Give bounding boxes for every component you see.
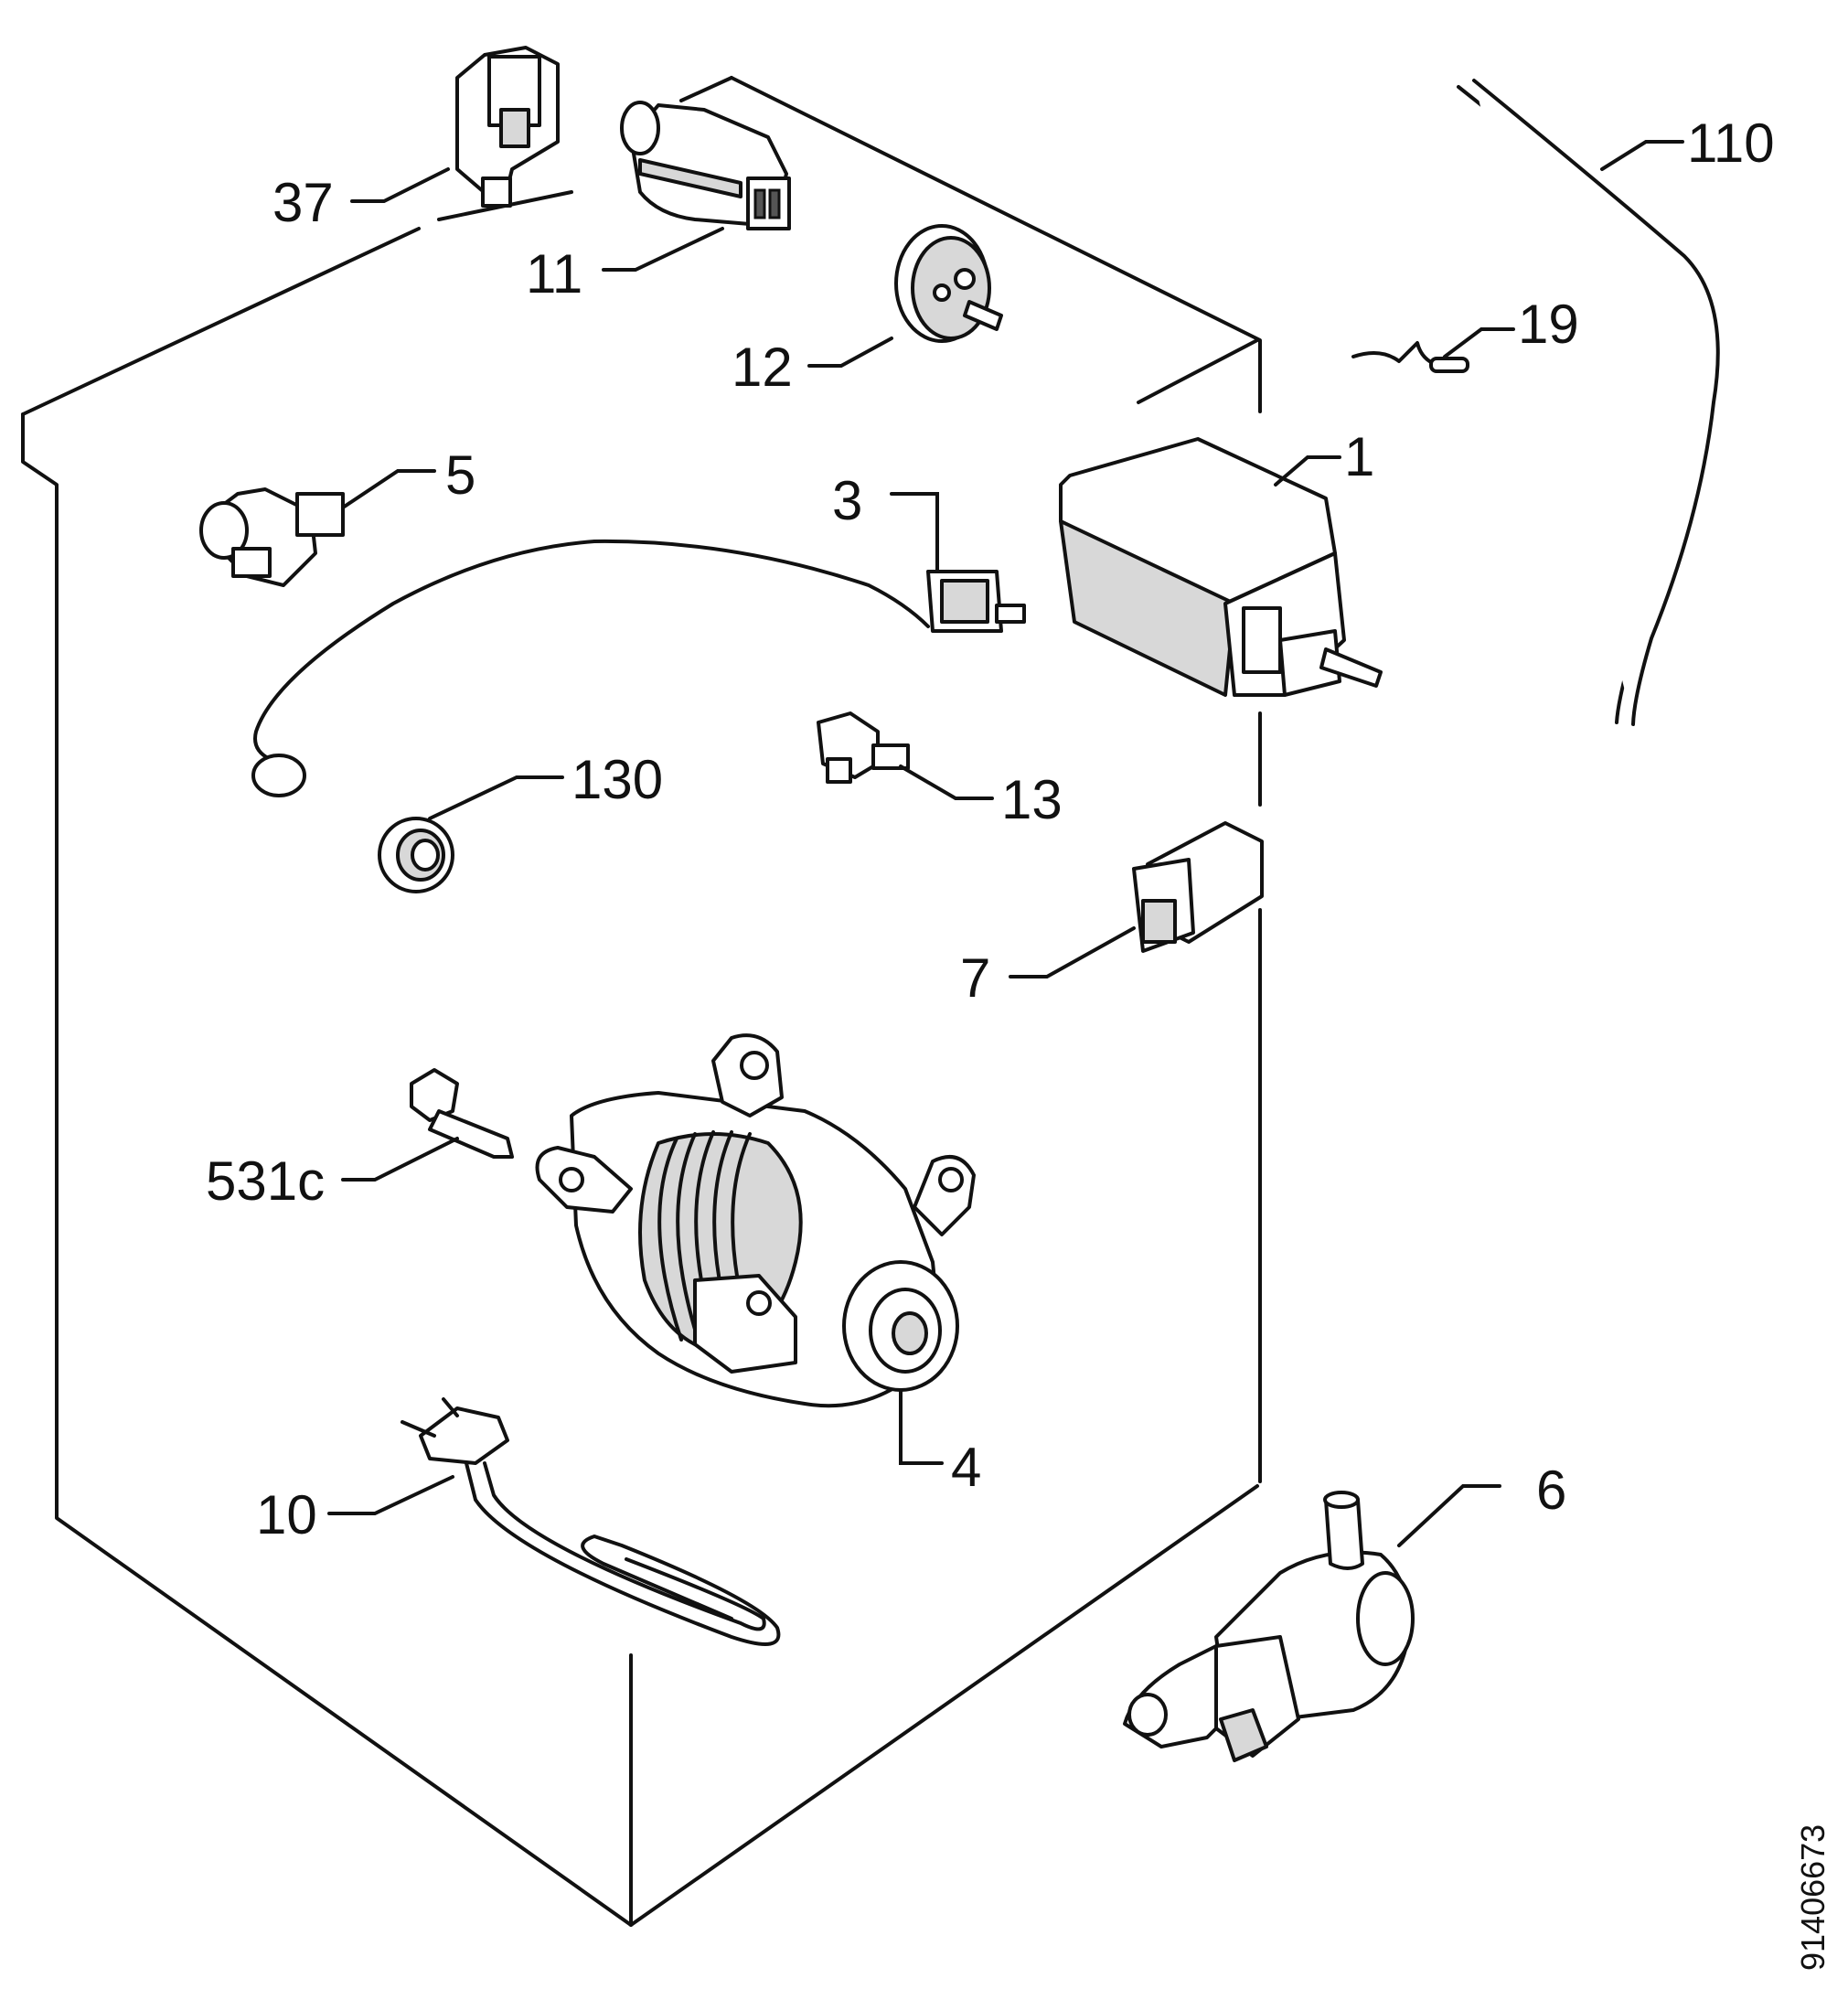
leader-130: [428, 775, 564, 820]
leader-10: [327, 1475, 454, 1515]
part-7-door-interlock: [1132, 821, 1264, 953]
document-number: 91406673: [1794, 1824, 1832, 1971]
part-4-motor: [535, 1033, 976, 1408]
callout-12: 12: [732, 337, 793, 398]
part-19-clip: [1351, 341, 1469, 373]
part-1-electronic-module: [1059, 437, 1383, 697]
callout-10: 10: [256, 1484, 317, 1545]
part-6-drain-pump: [1123, 1491, 1415, 1762]
leader-37: [350, 167, 450, 203]
part-13-connector: [817, 711, 910, 784]
callout-5: 5: [445, 444, 475, 506]
leader-11: [602, 227, 724, 272]
callout-110: 110: [1687, 112, 1775, 174]
leader-4: [899, 1388, 944, 1465]
part-3-thermostat: [251, 539, 1026, 797]
leader-13: [899, 765, 994, 800]
callout-1: 1: [1344, 426, 1374, 487]
leader-19: [1443, 327, 1515, 358]
callout-19: 19: [1518, 294, 1579, 355]
leader-110: [1600, 140, 1684, 171]
callout-4: 4: [951, 1437, 981, 1498]
callout-130: 130: [571, 749, 663, 810]
part-12-pressure-switch: [894, 224, 1003, 343]
callout-3: 3: [832, 470, 862, 531]
part-531c-screw: [410, 1068, 514, 1159]
callout-7: 7: [960, 947, 990, 1009]
leader-12: [807, 337, 893, 368]
part-10-heating-element: [401, 1397, 781, 1646]
leader-531c: [341, 1137, 459, 1182]
cabinet-outline: [21, 76, 1262, 1927]
leader-6: [1397, 1484, 1501, 1547]
callout-13: 13: [1001, 769, 1063, 830]
leader-5: [341, 469, 436, 509]
callout-37: 37: [272, 172, 334, 233]
callout-labels: 37 11 12 110 19 1 5 3 130 13 7 531c 4 10…: [206, 112, 1775, 1545]
leader-1: [1274, 455, 1341, 487]
part-11-capacitor: [620, 101, 791, 230]
leader-3: [890, 492, 939, 573]
callout-531c: 531c: [206, 1150, 325, 1212]
callout-11: 11: [526, 243, 582, 305]
part-37-bracket: [455, 46, 560, 208]
part-130-grommet: [378, 817, 454, 893]
part-110-hose: [1457, 79, 1720, 726]
callout-6: 6: [1536, 1460, 1566, 1521]
leader-lines: [327, 140, 1684, 1547]
leader-7: [1009, 926, 1136, 978]
part-5-inlet-valve: [199, 487, 345, 587]
